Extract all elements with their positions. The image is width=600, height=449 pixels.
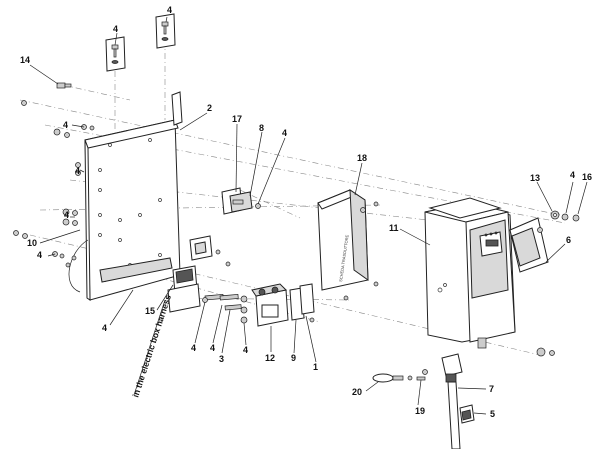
callout-5: 5 [490,409,495,419]
mounting-plate [68,91,183,301]
callout-7: 7 [489,384,494,394]
callout-15: 15 [145,306,155,316]
callout-4-left-bottom: 4 [37,250,42,260]
relay-9 [289,283,315,323]
leader-lines [29,16,588,415]
callout-3: 3 [219,354,224,364]
callout-6: 6 [566,235,571,245]
relay-bracket [189,235,231,267]
callout-4-bracket: 4 [282,128,287,138]
callout-10: 10 [27,238,37,248]
callout-17: 17 [232,114,242,124]
transducer-box-18: SCHEDA TRASDUTTORE [317,189,379,301]
right-hardware [536,210,580,357]
callout-4-stud-a: 4 [191,343,196,353]
cover-6 [509,217,549,273]
callout-8: 8 [259,123,264,133]
callout-11: 11 [389,223,399,233]
panel-text: SCHEDA TRASDUTTORE [338,234,350,282]
top-bolt-left [105,36,126,72]
callout-16: 16 [582,172,592,182]
callout-4-top-left: 4 [113,24,118,34]
callout-4-right: 4 [570,170,575,180]
relay-15 [167,265,201,313]
top-bolt-right [155,13,176,49]
callout-20: 20 [352,387,362,397]
left-fastener-stack [13,100,95,268]
callout-4-stud-c: 4 [243,345,248,355]
callout-4-stud-b: 4 [210,343,215,353]
callout-4-top-right: 4 [167,5,172,15]
callout-19: 19 [415,406,425,416]
callout-4-left-mid: 4 [75,166,80,176]
plate-holes [98,138,162,282]
housing-11 [424,197,516,349]
bracket-17-8 [221,187,261,215]
callout-4-left-lower: 4 [64,210,69,220]
callout-2: 2 [207,103,212,113]
callout-14: 14 [20,55,30,65]
connector-12 [251,283,289,327]
callout-4-plate-bottom: 4 [102,323,107,333]
callout-18: 18 [357,153,367,163]
callout-9: 9 [291,353,296,363]
studs-3 [202,294,248,324]
callout-labels: 4 4 14 2 17 8 4 4 4 4 10 4 4 15 4 4 3 4 … [20,5,592,419]
callout-13: 13 [530,173,540,183]
callout-4-left-upper: 4 [63,120,68,130]
callout-1: 1 [313,362,318,372]
bolt-14 [56,82,72,89]
plug-5 [459,404,475,424]
cable-7 [441,353,463,449]
clamp-20 [372,369,428,383]
callout-12: 12 [265,353,275,363]
